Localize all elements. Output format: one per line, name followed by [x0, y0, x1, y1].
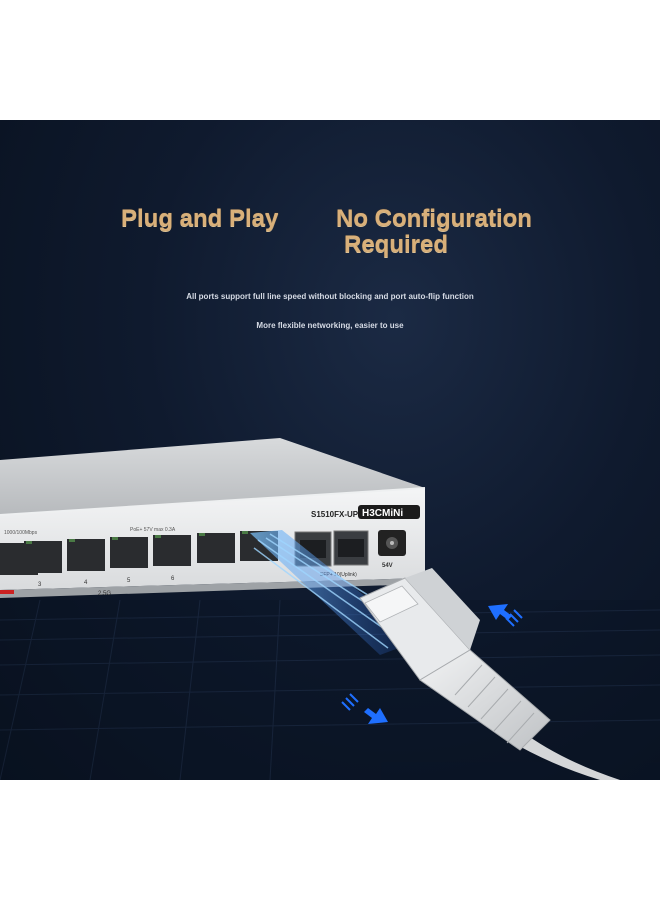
ethernet-cable — [359, 568, 620, 780]
port-number: 4 — [84, 580, 88, 586]
product-scene: S1510FX-UP H3CMiNi 1000/100Mbps PoE+ 57V… — [0, 438, 660, 780]
rj45-ports — [0, 531, 278, 594]
headline-plug-and-play: Plug and Play — [121, 205, 279, 232]
headline-line-1: No Configuration — [336, 205, 532, 232]
brand-logo: H3CMiNi — [362, 508, 403, 519]
headline-no-configuration: No Configuration Required — [336, 206, 576, 258]
port-number: 3 — [38, 582, 42, 588]
speed-label: 1000/100Mbps — [4, 530, 38, 536]
poe-label: PoE+ 57V max 0.3A — [130, 527, 176, 533]
arrow-out-icon — [341, 693, 388, 724]
port-number: 6 — [171, 576, 175, 582]
power-label: 54V — [382, 563, 393, 569]
switch-top — [0, 438, 425, 515]
sfp-label: SFP+ 10(Uplink) — [320, 572, 357, 578]
product-banner: S1510FX-UP H3CMiNi 1000/100Mbps PoE+ 57V… — [0, 120, 660, 780]
arrow-in-icon — [488, 604, 523, 627]
subtitle-flexible: More flexible networking, easier to use — [256, 321, 404, 330]
speed-25g-label: 2.5G — [98, 591, 111, 597]
brand-badge — [358, 505, 420, 519]
headline-line-2: Required — [344, 231, 449, 258]
model-label: S1510FX-UP — [311, 510, 359, 519]
floor-grid — [0, 599, 660, 780]
subtitle-line-speed: All ports support full line speed withou… — [186, 292, 474, 301]
port-number: 5 — [127, 578, 131, 584]
